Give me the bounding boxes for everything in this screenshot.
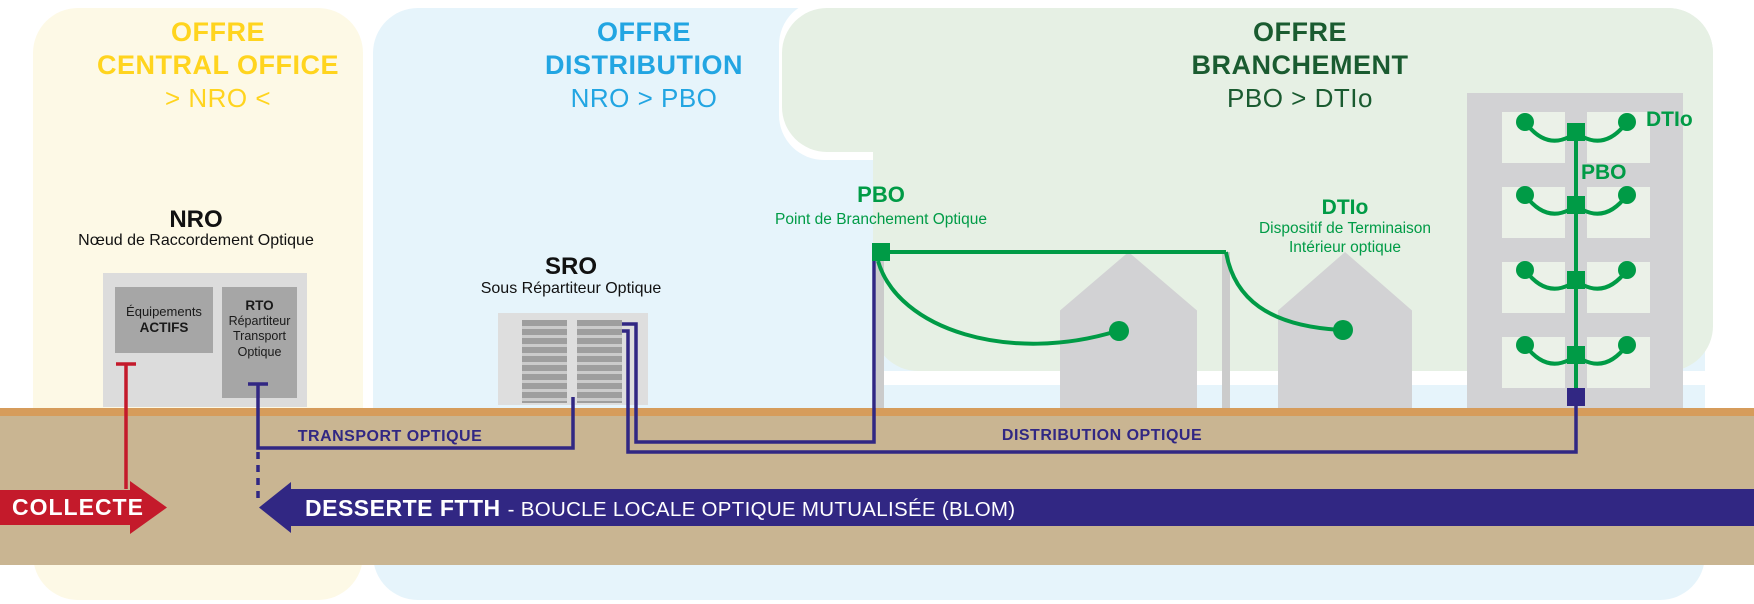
floor-pbo-square	[1567, 123, 1585, 141]
building-ground-square	[1567, 388, 1585, 406]
title-central-office: OFFRE CENTRAL OFFICE > NRO <	[97, 16, 339, 115]
dtio-circle	[1618, 336, 1636, 354]
distribution-optique-label: DISTRIBUTION OPTIQUE	[1001, 427, 1203, 444]
dtio-circle	[1618, 261, 1636, 279]
collecte-cable	[116, 362, 136, 489]
drop-cable-house2	[1224, 251, 1342, 332]
pbo-label: PBO	[857, 182, 905, 207]
pbo-full-label: Point de Branchement Optique	[775, 211, 987, 228]
floor-pbo-square	[1567, 346, 1585, 364]
sro-full-label: Sous Répartiteur Optique	[480, 280, 662, 297]
title-distribution: OFFRE DISTRIBUTION NRO > PBO	[545, 16, 743, 115]
pbo-pole	[876, 260, 884, 410]
sro-slats-left	[522, 320, 567, 403]
rto-line2: Transport	[232, 329, 287, 343]
aerial-pole	[1222, 252, 1230, 410]
active-equipment-box: Équipements ACTIFS	[115, 287, 213, 353]
dtio-full-label-line1: Dispositif de Terminaison	[1258, 220, 1432, 237]
transport-cable	[248, 382, 575, 450]
floor-pbo-square	[1567, 271, 1585, 289]
transport-optique-label: TRANSPORT OPTIQUE	[297, 428, 483, 445]
dtio-circle	[1618, 113, 1636, 131]
dtio-circle-house2	[1333, 320, 1353, 340]
collecte-arrow-label: COLLECTE	[12, 494, 144, 520]
dtio-label: DTIo	[1321, 196, 1369, 219]
dtio-full-label-line2: Intérieur optique	[1288, 239, 1402, 256]
title-line: BRANCHEMENT	[1191, 50, 1409, 80]
rto-line3: Optique	[237, 344, 282, 359]
title-subtitle: > NRO <	[164, 83, 272, 113]
actifs-label-line1: Équipements	[126, 304, 202, 319]
nro-label: NRO	[169, 206, 223, 233]
title-line: DISTRIBUTION	[545, 50, 743, 80]
distribution-cable-pbo	[622, 256, 876, 444]
sro-slats-right	[577, 320, 622, 403]
drop-cable-house1	[876, 260, 1118, 346]
rto-box: RTO Répartiteur Transport Optique	[222, 287, 297, 398]
distribution-cable-building	[622, 329, 1578, 454]
floor-pbo-square	[1567, 196, 1585, 214]
dtio-circle	[1516, 186, 1534, 204]
title-subtitle: PBO > DTIo	[1227, 83, 1373, 113]
ground-surface-stripe	[0, 408, 1754, 416]
dtio-circle-house1	[1109, 321, 1129, 341]
nro-full-label: Nœud de Raccordement Optique	[78, 232, 314, 249]
dtio-circle	[1516, 261, 1534, 279]
desserte-arrow-label: DESSERTE FTTH - BOUCLE LOCALE OPTIQUE MU…	[305, 495, 1015, 522]
title-branchement: OFFRE BRANCHEMENT PBO > DTIo	[1192, 16, 1409, 115]
dtio-circle	[1516, 113, 1534, 131]
title-line: CENTRAL OFFICE	[97, 50, 339, 80]
pbo-square	[872, 243, 890, 261]
building-pbo-label: PBO	[1581, 161, 1627, 184]
sro-label: SRO	[544, 253, 598, 280]
dtio-circle	[1516, 336, 1534, 354]
title-subtitle: NRO > PBO	[570, 83, 718, 113]
title-line: OFFRE	[171, 17, 265, 47]
title-line: OFFRE	[597, 17, 691, 47]
collecte-arrow	[0, 481, 167, 534]
desserte-label-bold: DESSERTE FTTH	[305, 495, 501, 521]
dtio-circle	[1618, 186, 1636, 204]
rto-abbr: RTO	[245, 298, 274, 313]
desserte-arrow	[259, 482, 1754, 533]
actifs-label-line2: ACTIFS	[139, 320, 189, 335]
title-line: OFFRE	[1253, 17, 1347, 47]
desserte-label-rest: - BOUCLE LOCALE OPTIQUE MUTUALISÉE (BLOM…	[507, 498, 1016, 521]
building-dtio-label: DTIo	[1646, 108, 1693, 131]
rto-line1: Répartiteur	[228, 313, 291, 328]
